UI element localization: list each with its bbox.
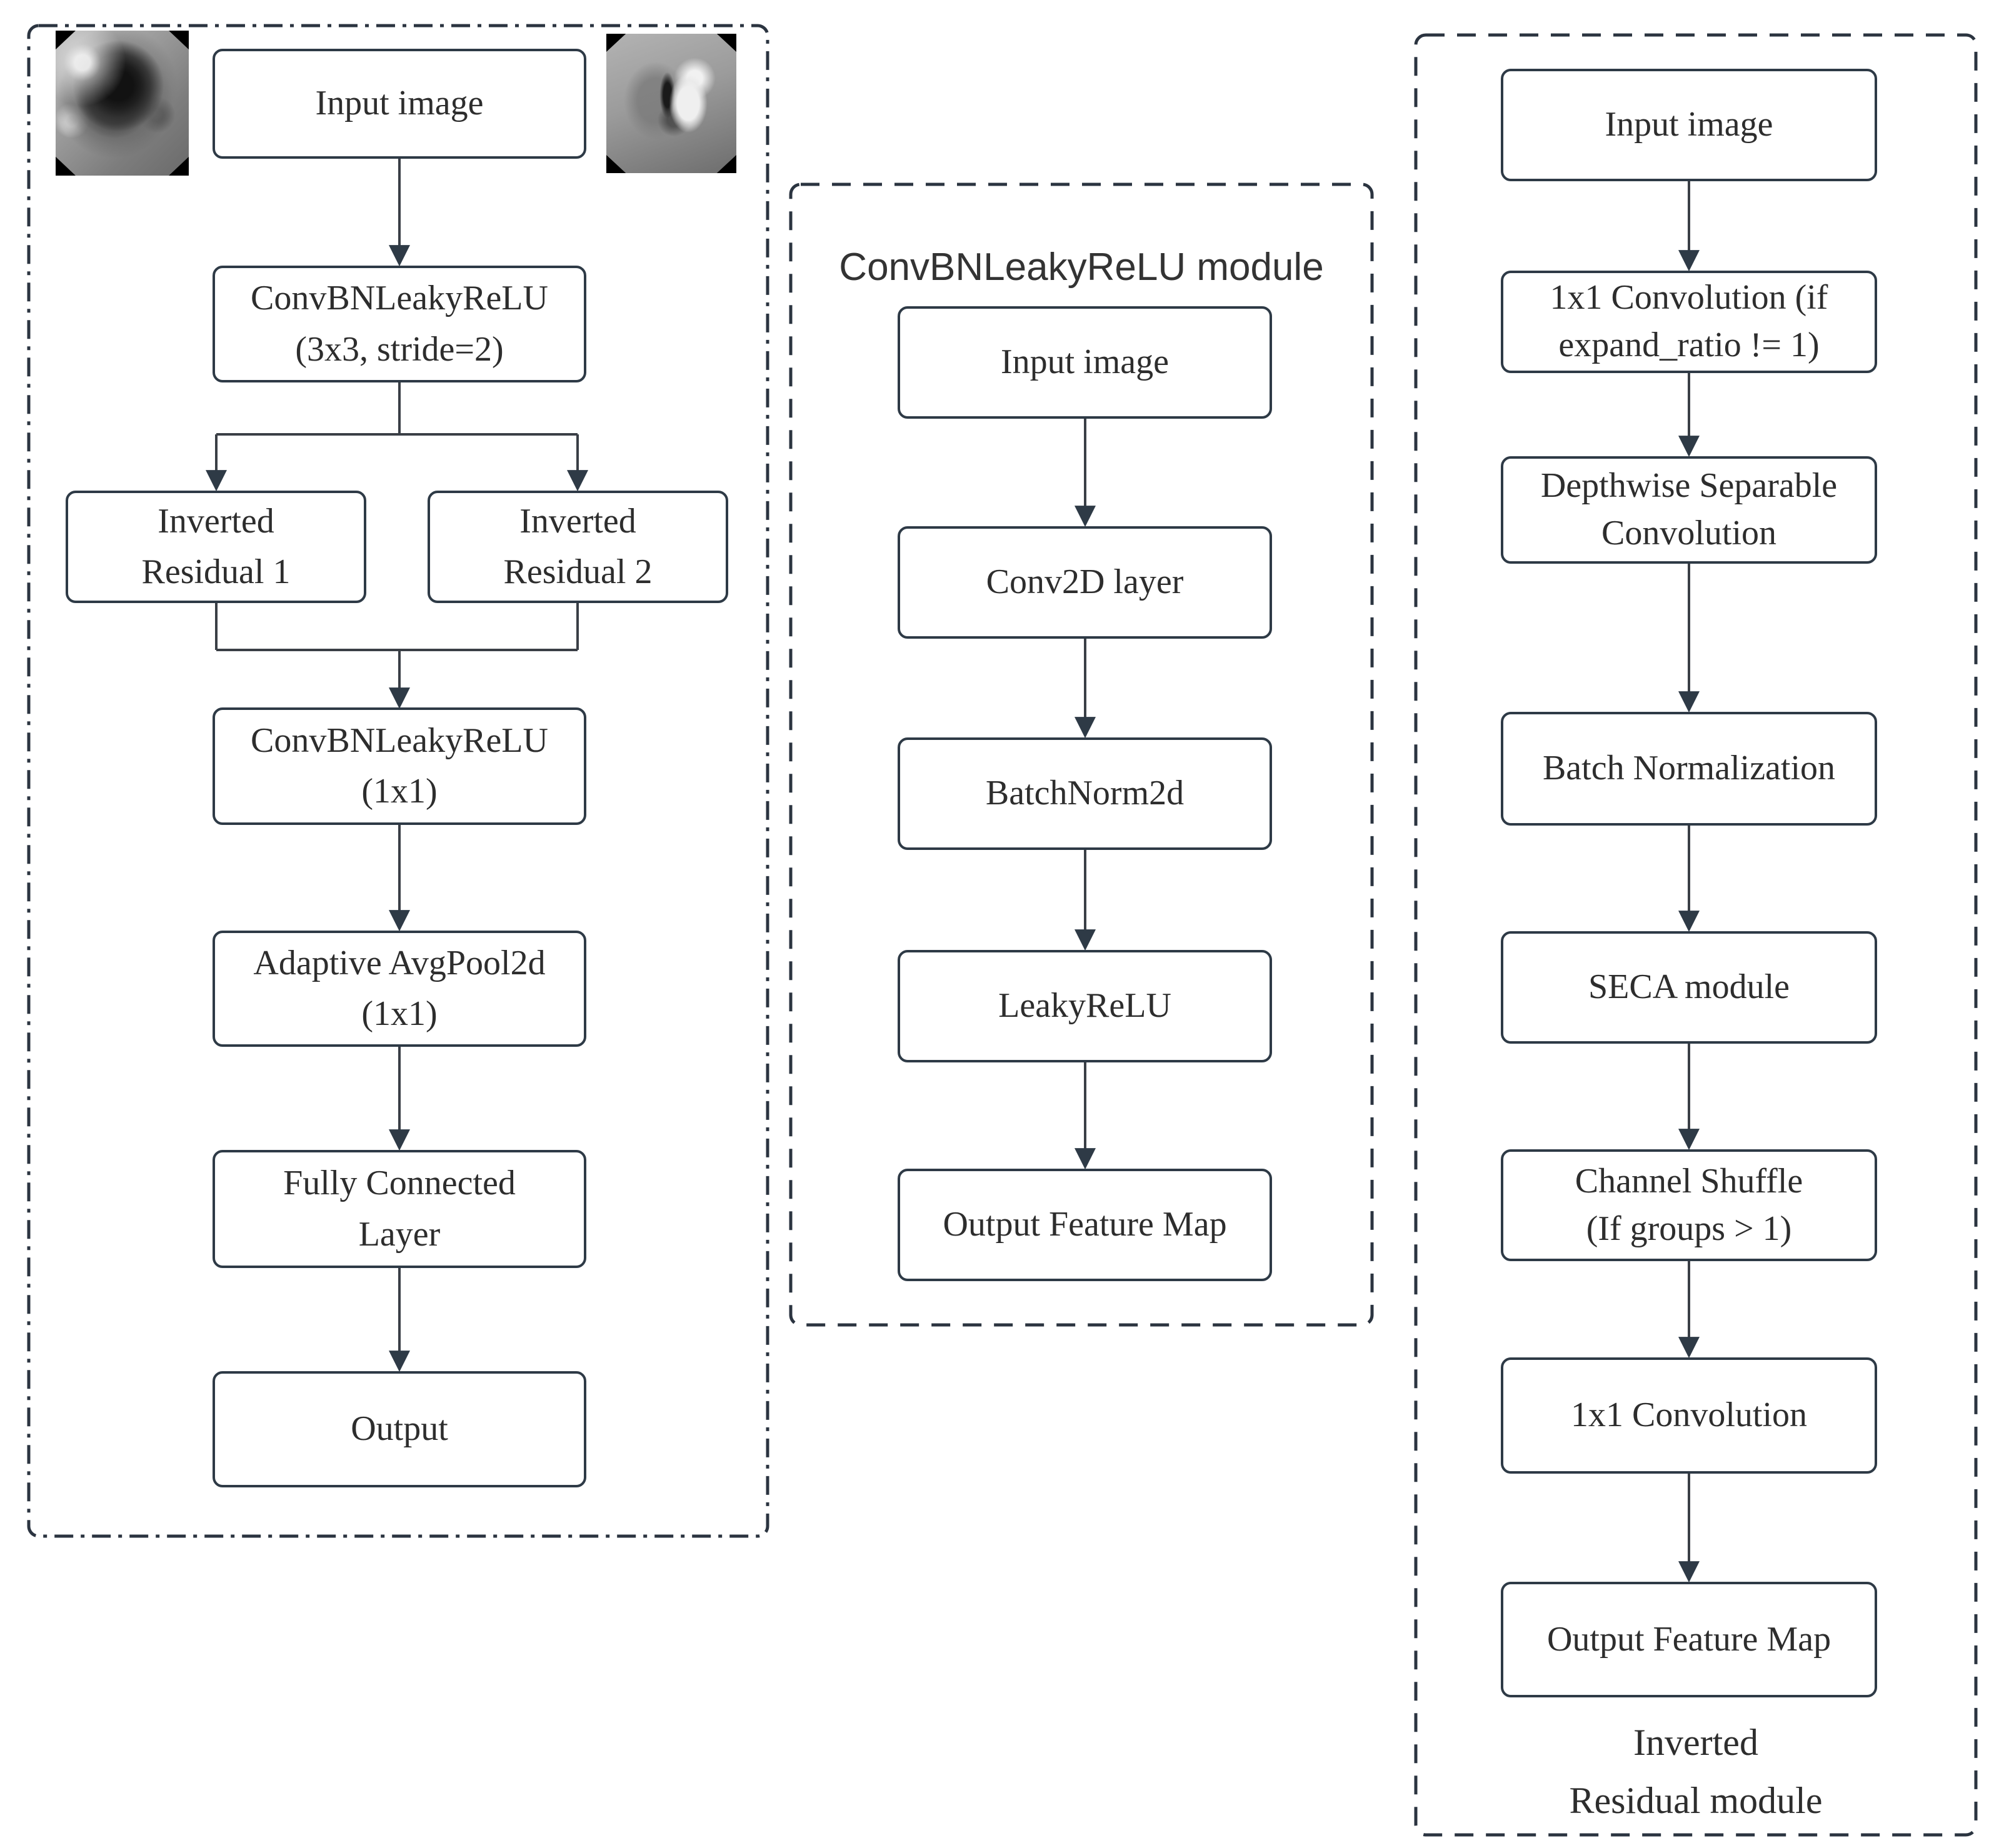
- endoscopy-photo-right: [606, 34, 736, 173]
- ir-node-output-feature-map: Output Feature Map: [1501, 1582, 1877, 1697]
- ir-node-batch-normalization: Batch Normalization: [1501, 712, 1877, 826]
- backbone-node-input-image: Input image: [213, 49, 586, 159]
- backbone-node-inverted-residual-1: Inverted Residual 1: [66, 491, 366, 603]
- backbone-node-inverted-residual-2: Inverted Residual 2: [428, 491, 728, 603]
- ir-node-seca-module: SECA module: [1501, 931, 1877, 1044]
- convbn-module-title: ConvBNLeakyReLU module: [839, 246, 1324, 289]
- convbn-node-leakyrelu: LeakyReLU: [898, 950, 1272, 1062]
- convbn-node-output-feature-map: Output Feature Map: [898, 1169, 1272, 1281]
- backbone-node-adaptive-avgpool: Adaptive AvgPool2d (1x1): [213, 931, 586, 1047]
- backbone-node-fully-connected: Fully Connected Layer: [213, 1150, 586, 1268]
- endoscopy-photo-left-image: [56, 31, 189, 176]
- endoscopy-photo-right-image: [606, 34, 736, 173]
- convbn-node-conv2d-layer: Conv2D layer: [898, 526, 1272, 639]
- ir-node-channel-shuffle: Channel Shuffle (If groups > 1): [1501, 1149, 1877, 1261]
- inverted-residual-caption: Inverted Residual module: [1569, 1722, 1823, 1821]
- backbone-node-convbn-1x1: ConvBNLeakyReLU (1x1): [213, 707, 586, 825]
- backbone-node-convbn-3x3: ConvBNLeakyReLU (3x3, stride=2): [213, 266, 586, 382]
- backbone-panel-border: [27, 24, 769, 1538]
- backbone-node-output: Output: [213, 1371, 586, 1487]
- convbn-node-input-image: Input image: [898, 306, 1272, 419]
- convbn-node-batchnorm2d: BatchNorm2d: [898, 737, 1272, 850]
- inverted-residual-panel-border: [1414, 33, 1978, 1837]
- ir-node-input-image: Input image: [1501, 69, 1877, 181]
- ir-node-depthwise-separable: Depthwise Separable Convolution: [1501, 456, 1877, 564]
- endoscopy-photo-left: [56, 31, 189, 176]
- convbn-module-panel-border: [789, 182, 1374, 1327]
- ir-node-conv1x1: 1x1 Convolution: [1501, 1357, 1877, 1474]
- ir-node-conv1x1-expand: 1x1 Convolution (if expand_ratio != 1): [1501, 271, 1877, 373]
